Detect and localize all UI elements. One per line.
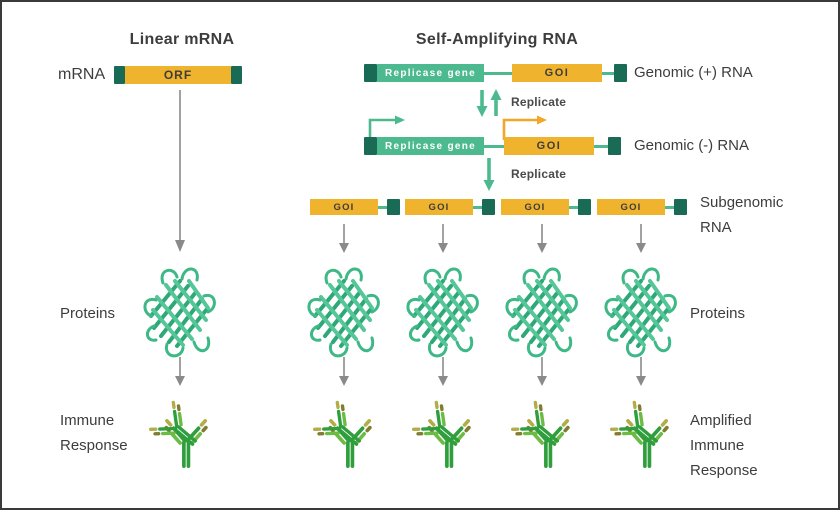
antibody-pair-icon — [309, 395, 379, 471]
protein-ribbon-icon — [504, 266, 579, 358]
proteins-label-left: Proteins — [60, 305, 116, 322]
goi-segment: GOI — [501, 199, 569, 215]
subgenomic-construct-3: GOI — [501, 199, 591, 215]
genomic-minus-construct: Replicase gene GOI — [364, 137, 621, 155]
down-arrow-icon — [175, 90, 185, 252]
amplified-immune-response-label: Amplified Immune Response — [690, 412, 758, 479]
utr-cap — [674, 199, 687, 215]
linker-line — [602, 71, 614, 75]
replicase-gene-segment: Replicase gene — [377, 137, 484, 155]
protein-ribbon-icon — [405, 266, 480, 358]
immune-response-label: Immune Response — [60, 412, 128, 454]
linker-line — [484, 144, 504, 148]
subgenomic-construct-1: GOI — [310, 199, 400, 215]
goi-segment: GOI — [597, 199, 665, 215]
replicase-gene-segment: Replicase gene — [377, 64, 484, 82]
down-arrow-icon — [536, 223, 548, 254]
down-arrow-icon — [338, 223, 350, 254]
protein-ribbon-icon — [142, 266, 217, 358]
replicate-down-arrow-icon — [483, 158, 495, 191]
down-arrow-icon — [437, 356, 449, 387]
genomic-plus-construct: Replicase gene GOI — [364, 64, 627, 82]
goi-segment: GOI — [504, 137, 594, 155]
utr-cap — [114, 66, 125, 84]
utr-cap — [364, 64, 377, 82]
orf-segment: ORF — [125, 66, 231, 84]
antibody-pair-icon — [408, 395, 478, 471]
utr-cap — [231, 66, 242, 84]
left-column-title: Linear mRNA — [129, 31, 235, 48]
linker-line — [594, 144, 608, 148]
genomic-plus-label: Genomic (+) RNA — [634, 64, 753, 81]
down-arrow-icon — [635, 223, 647, 254]
antibody-pair-icon — [606, 395, 676, 471]
down-arrow-icon — [174, 356, 186, 387]
mrna-row-label: mRNA — [58, 66, 106, 83]
replicate-up-down-arrows-icon — [476, 89, 502, 117]
down-arrow-icon — [338, 356, 350, 387]
subgenomic-label: Subgenomic RNA — [700, 194, 784, 236]
linker-line — [569, 205, 578, 209]
linker-line — [378, 205, 387, 209]
replicate-label-bottom: Replicate — [511, 167, 567, 181]
linker-line — [665, 205, 674, 209]
utr-cap — [364, 137, 377, 155]
utr-cap — [614, 64, 627, 82]
subgenomic-construct-2: GOI — [405, 199, 495, 215]
subgenomic-construct-4: GOI — [597, 199, 687, 215]
utr-cap — [482, 199, 495, 215]
mrna-construct: ORF — [114, 66, 242, 84]
goi-segment: GOI — [310, 199, 378, 215]
proteins-label-right: Proteins — [690, 305, 746, 322]
linker-line — [473, 205, 482, 209]
antibody-pair-icon — [507, 395, 577, 471]
replicate-label-top: Replicate — [511, 95, 567, 109]
down-arrow-icon — [437, 223, 449, 254]
utr-cap — [578, 199, 591, 215]
protein-ribbon-icon — [603, 266, 678, 358]
utr-cap — [387, 199, 400, 215]
goi-segment: GOI — [405, 199, 473, 215]
right-column-title: Self-Amplifying RNA — [415, 31, 579, 48]
linker-line — [484, 71, 512, 75]
protein-ribbon-icon — [306, 266, 381, 358]
promoter-arrow-green-icon — [368, 115, 405, 140]
down-arrow-icon — [536, 356, 548, 387]
utr-cap — [608, 137, 621, 155]
genomic-minus-label: Genomic (-) RNA — [634, 137, 750, 154]
promoter-arrow-yellow-icon — [502, 115, 547, 140]
down-arrow-icon — [635, 356, 647, 387]
antibody-pair-icon — [145, 395, 215, 471]
goi-segment: GOI — [512, 64, 602, 82]
